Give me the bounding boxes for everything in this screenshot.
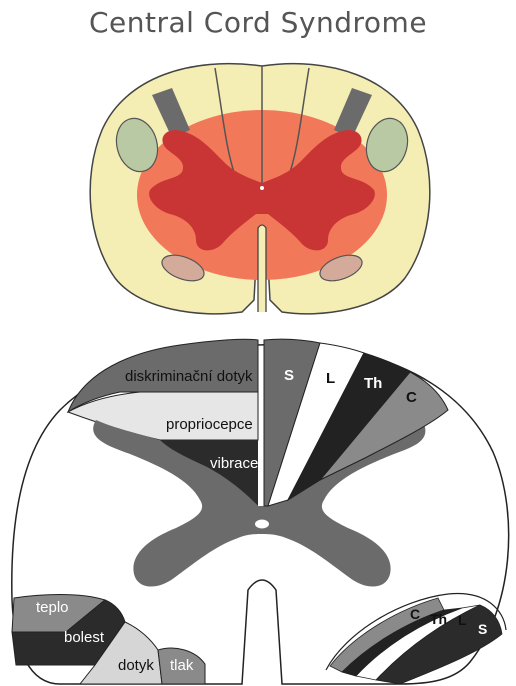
label-touch: dotyk xyxy=(118,657,154,674)
label-pressure: tlak xyxy=(170,657,194,674)
label-spinothalamic-Th: Th xyxy=(430,611,447,627)
label-spinothalamic-S: S xyxy=(478,621,487,637)
upper-anterior-fissure xyxy=(258,225,266,312)
label-spinothalamic-C: C xyxy=(410,606,420,622)
label-spinothalamic-L: L xyxy=(458,612,467,628)
label-vibration: vibrace xyxy=(210,455,258,472)
label-dorsal-C: C xyxy=(406,389,417,406)
label-dorsal-Th: Th xyxy=(364,375,382,392)
upper-cord-cross-section xyxy=(90,64,430,314)
lower-central-canal xyxy=(255,520,269,529)
label-pain: bolest xyxy=(64,629,105,646)
label-temperature: teplo xyxy=(36,599,69,616)
label-dorsal-L: L xyxy=(326,370,335,387)
label-proprioception: propriocepce xyxy=(166,416,253,433)
upper-central-canal xyxy=(260,186,264,190)
label-discriminative-touch: diskriminační dotyk xyxy=(125,368,253,385)
label-dorsal-S: S xyxy=(284,367,294,384)
